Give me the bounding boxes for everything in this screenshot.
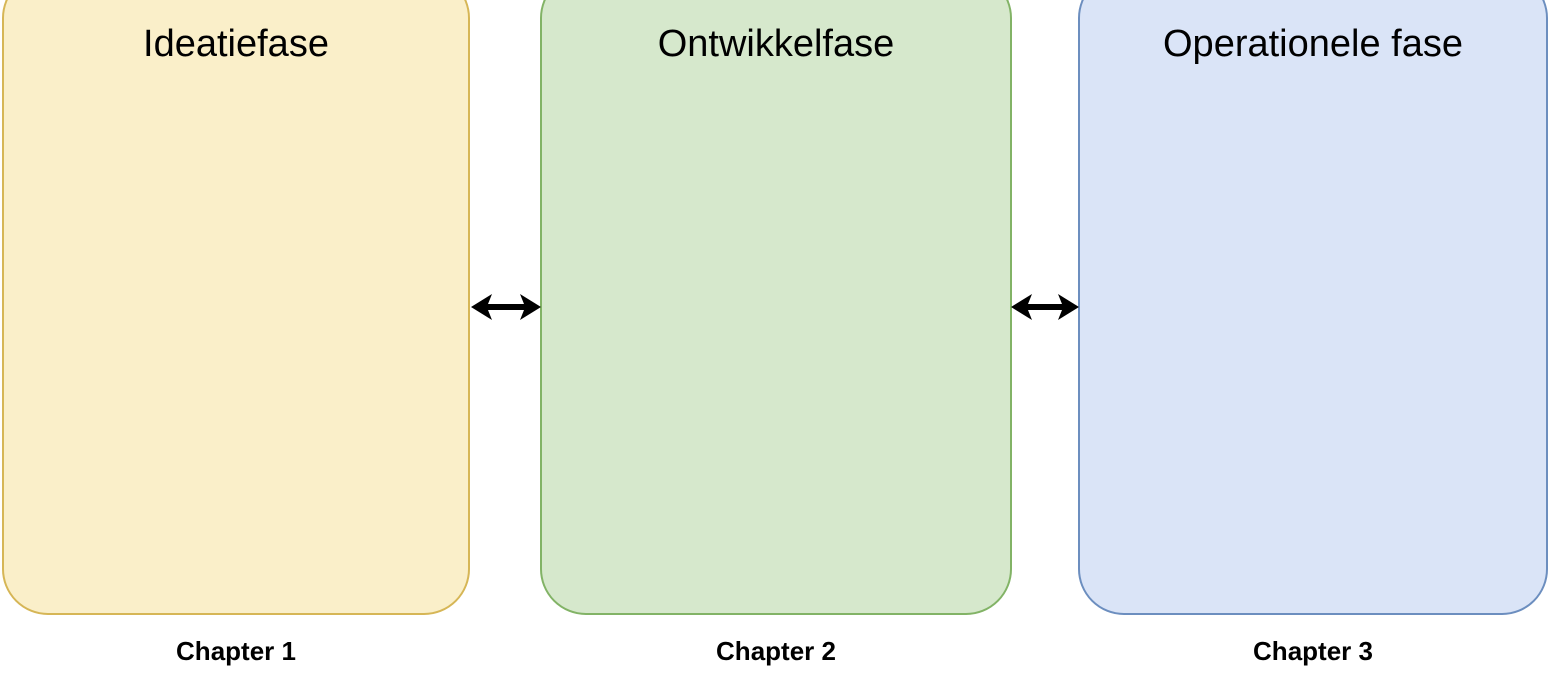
chapter-label-2: Chapter 2 bbox=[716, 636, 836, 666]
chapter-label-3: Chapter 3 bbox=[1253, 636, 1373, 666]
double-arrow-icon-development-operational bbox=[1010, 287, 1080, 327]
phase-box-operational[interactable]: Operationele fase bbox=[1078, 0, 1548, 615]
double-arrow-icon-ideation-development bbox=[470, 287, 542, 327]
phase-title-operational: Operationele fase bbox=[1163, 23, 1463, 65]
phase-box-ideation[interactable]: Ideatiefase bbox=[2, 0, 470, 615]
phase-box-development[interactable]: Ontwikkelfase bbox=[540, 0, 1012, 615]
chapter-label-1: Chapter 1 bbox=[176, 636, 296, 666]
phase-title-ideation: Ideatiefase bbox=[143, 23, 329, 65]
phase-title-development: Ontwikkelfase bbox=[657, 23, 895, 65]
